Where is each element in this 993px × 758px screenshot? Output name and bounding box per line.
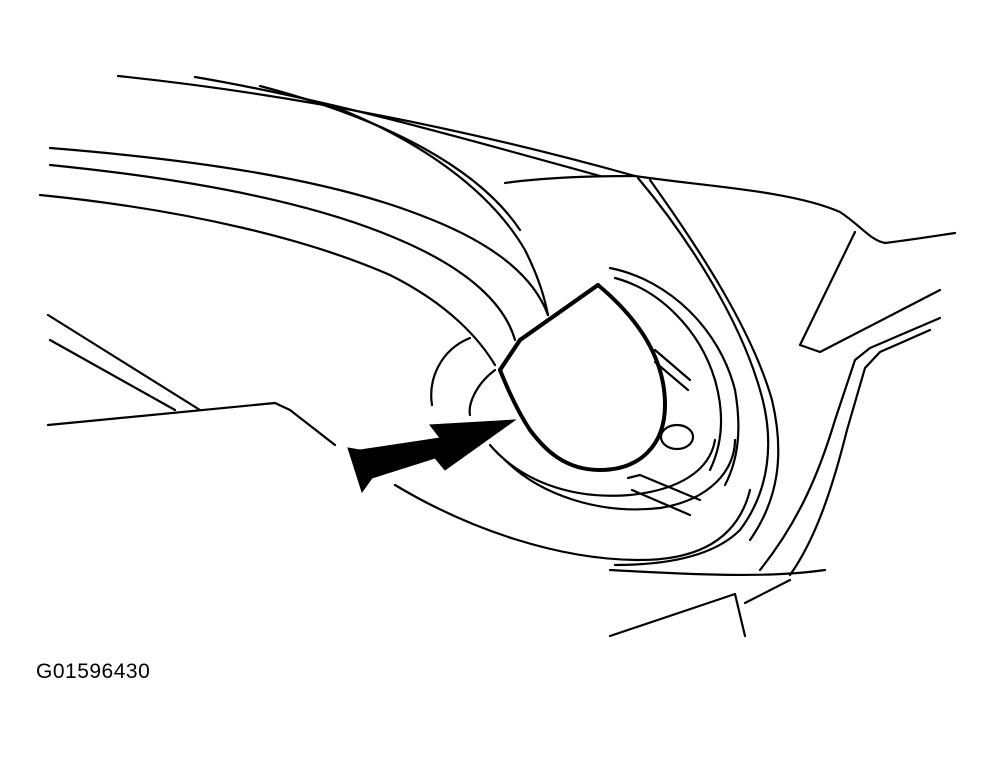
upper-body-contour: [116, 74, 957, 245]
lower-left-panel: [46, 313, 337, 447]
arrow-pointer-icon: [347, 419, 517, 494]
housing-contours: [38, 84, 550, 367]
right-bracket: [608, 176, 942, 638]
socket-rings: [393, 266, 752, 562]
bulb: [498, 283, 667, 472]
figure-code: G01596430: [36, 660, 151, 683]
